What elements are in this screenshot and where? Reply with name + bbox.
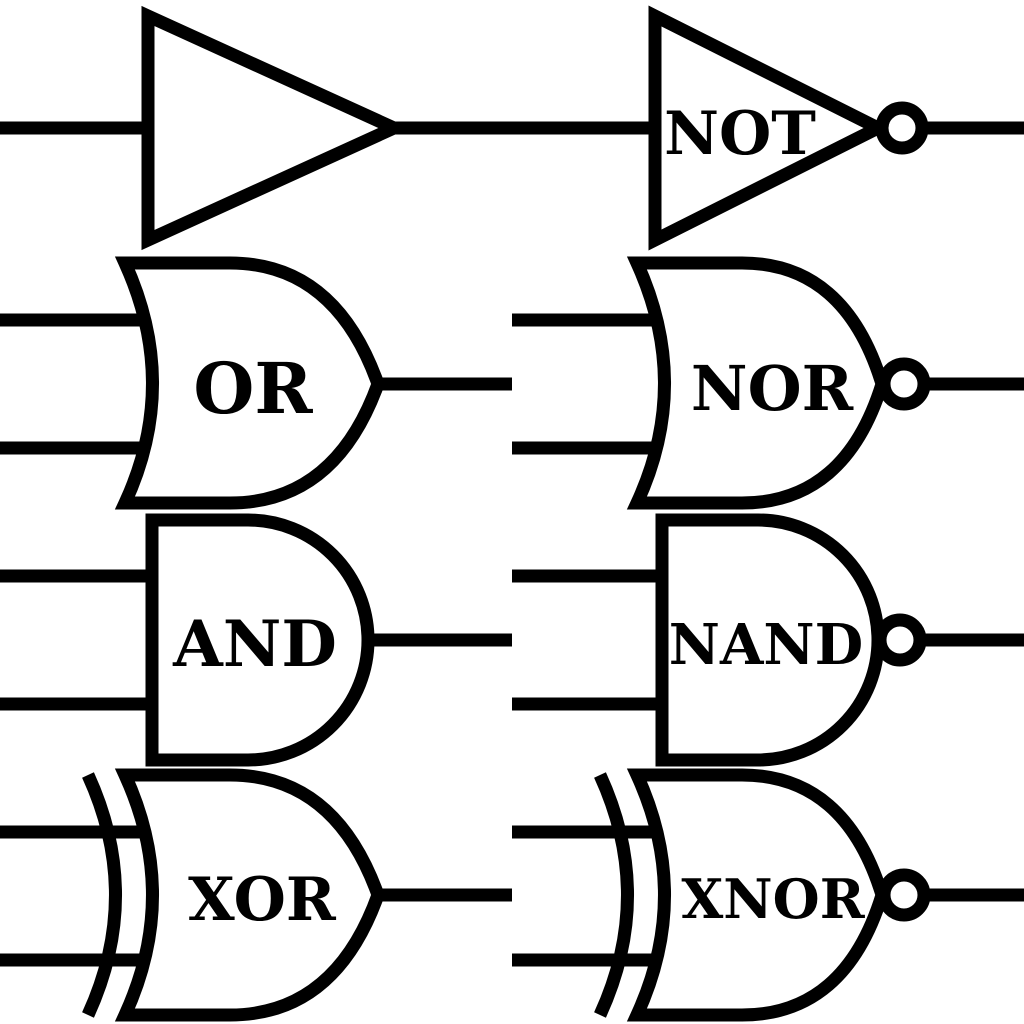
and-body xyxy=(145,513,375,767)
nand-inversion-bubble xyxy=(873,613,927,667)
xnor-extra-arc xyxy=(594,772,634,1018)
or-gate xyxy=(0,256,512,510)
xnor-body xyxy=(626,768,889,1022)
not-gate xyxy=(648,5,1024,251)
buffer-body xyxy=(141,5,410,251)
xnor-gate xyxy=(512,768,1024,1022)
xor-extra-arc xyxy=(82,772,122,1018)
or-label: OR xyxy=(193,347,313,430)
not-label: NOT xyxy=(664,99,816,169)
xnor-label: XNOR xyxy=(681,867,865,931)
xnor-inversion-bubble xyxy=(877,868,931,922)
not-body xyxy=(648,5,893,251)
nand-label: NAND xyxy=(669,612,863,678)
nor-label: NOR xyxy=(691,352,854,425)
nor-body xyxy=(626,256,889,510)
and-label: AND xyxy=(172,607,337,682)
nand-gate xyxy=(512,513,1024,767)
or-body xyxy=(114,256,385,510)
and-gate xyxy=(0,513,512,767)
xor-body xyxy=(114,768,385,1022)
nor-gate xyxy=(512,256,1024,510)
nor-inversion-bubble xyxy=(877,357,931,411)
xor-label: XOR xyxy=(188,865,337,935)
buffer-gate xyxy=(0,5,410,251)
xor-gate xyxy=(0,768,512,1022)
not-inversion-bubble xyxy=(875,101,929,155)
